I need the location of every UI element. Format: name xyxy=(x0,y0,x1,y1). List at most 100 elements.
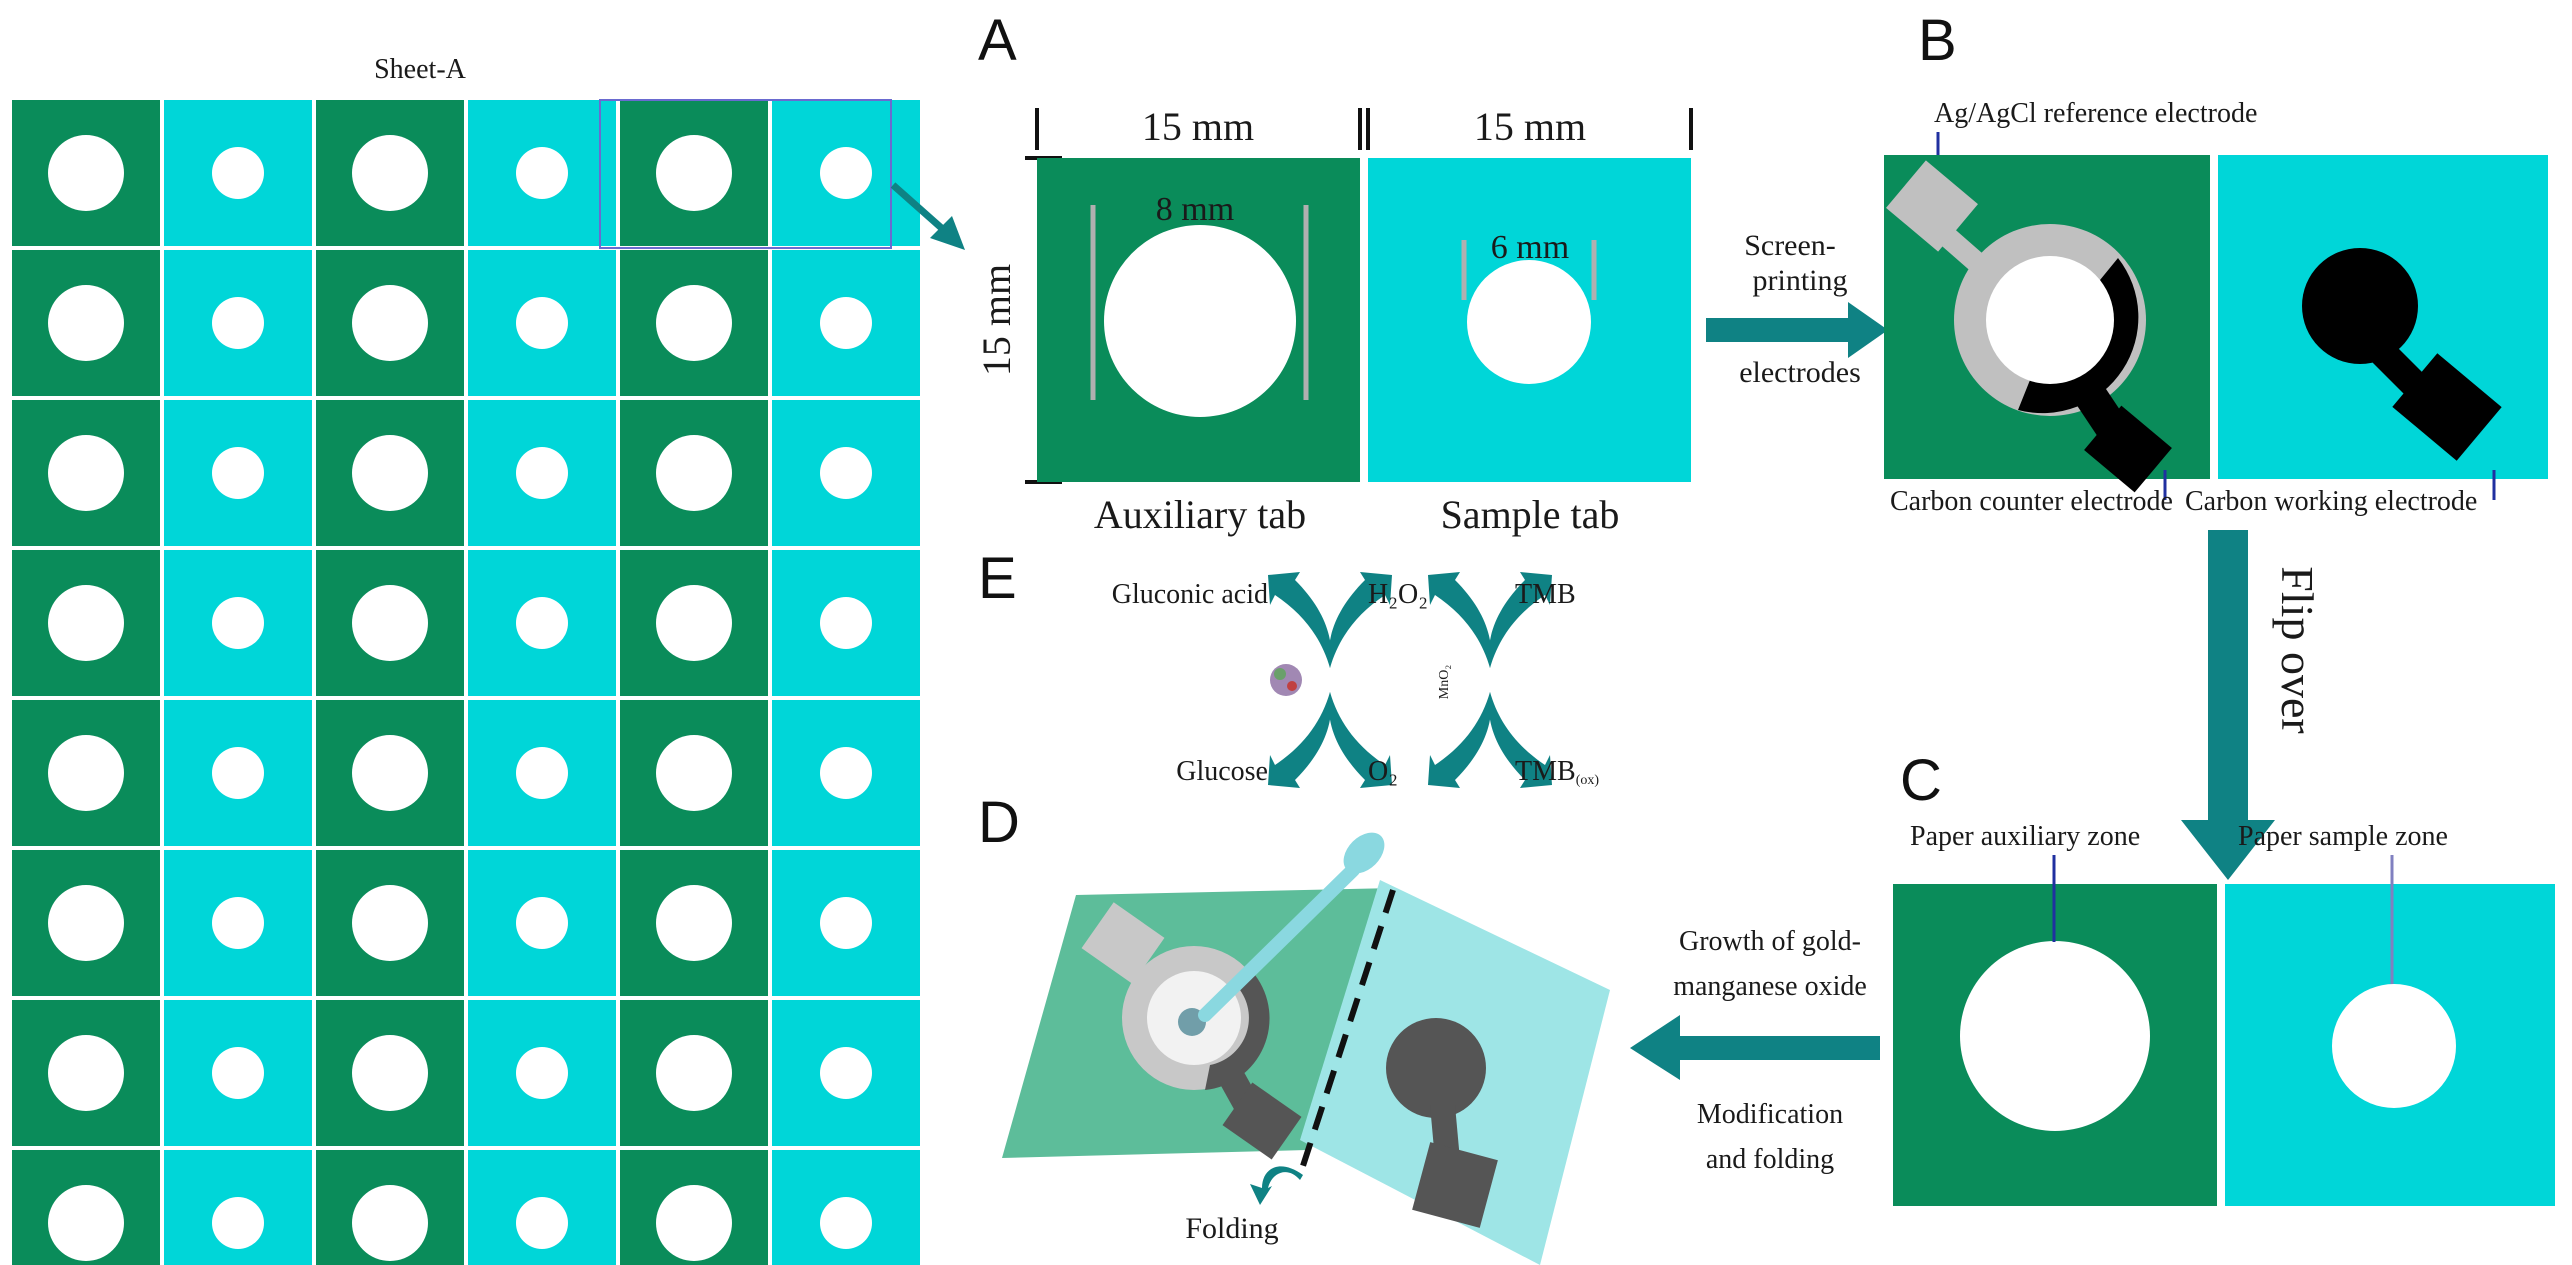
nanoparticle-icon xyxy=(1270,664,1302,696)
sheet-cell-hole-large xyxy=(48,1185,124,1261)
sheet-cell-hole-small xyxy=(212,1047,264,1099)
arrow-a-to-b xyxy=(1706,302,1888,358)
sheet-cell-hole-large xyxy=(352,135,428,211)
sheet-cell-hole-large xyxy=(48,735,124,811)
sheet-cell-hole-small xyxy=(212,747,264,799)
sheet-to-a-arrowhead xyxy=(930,216,965,250)
sheet-cell-hole-small xyxy=(820,1047,872,1099)
counter-electrode-label: Carbon counter electrode xyxy=(1890,486,2173,517)
folded-counter-pad xyxy=(1215,1065,1302,1160)
sheet-cell-hole-large xyxy=(48,885,124,961)
sheet-cell-hole-small xyxy=(212,447,264,499)
tmb-label: TMB xyxy=(1515,579,1576,610)
panel-d-letter: D xyxy=(978,790,1020,855)
sheet-cell-hole-large xyxy=(352,735,428,811)
arrow-a-to-b-line1: Screen- xyxy=(1744,229,1836,262)
sheet-cell-hole-small xyxy=(820,1197,872,1249)
sheet-cell-hole-large xyxy=(656,585,732,661)
auxiliary-tab-hole-size: 8 mm xyxy=(1156,191,1234,228)
sheet-cell-hole-large xyxy=(656,885,732,961)
o2-label: O₂ xyxy=(1368,756,1398,787)
sheet-cell-hole-small xyxy=(212,297,264,349)
sheet-cell-hole-large xyxy=(656,1185,732,1261)
arrow-c-to-d-line4: and folding xyxy=(1706,1144,1834,1175)
sheet-grid xyxy=(12,100,920,1265)
sheet-cell-hole-large xyxy=(352,885,428,961)
gluconic-acid-label: Gluconic acid xyxy=(1112,579,1268,610)
sheet-cell-hole-large xyxy=(48,435,124,511)
auxiliary-tab-label: Auxiliary tab xyxy=(1094,492,1306,537)
h2o2-label: H₂O₂ xyxy=(1368,579,1428,610)
aux-zone-label: Paper auxiliary zone xyxy=(1910,821,2140,852)
sample-tab-hole xyxy=(1467,260,1591,384)
sheet-cell-hole-small xyxy=(820,897,872,949)
arrow-c-to-d xyxy=(1630,1015,1880,1080)
sheet-cell-hole-large xyxy=(656,1035,732,1111)
sheet-cell-hole-small xyxy=(212,147,264,199)
folding-label: Folding xyxy=(1185,1212,1278,1245)
sheet-cell-hole-small xyxy=(820,147,872,199)
reaction-arrows-tmb xyxy=(1428,572,1552,788)
pipette-icon xyxy=(1198,832,1385,1022)
arrow-c-to-d-line3: Modification xyxy=(1697,1099,1843,1130)
ref-electrode-label: Ag/AgCl reference electrode xyxy=(1934,98,2257,129)
arrow-c-to-d-line2: manganese oxide xyxy=(1673,971,1867,1002)
panel-b-letter: B xyxy=(1918,8,1957,73)
sheet-cell-hole-small xyxy=(212,897,264,949)
sheet-cell-hole-small xyxy=(516,1197,568,1249)
glucose-label: Glucose xyxy=(1176,756,1268,787)
sheet-cell-hole-large xyxy=(656,735,732,811)
sample-tab-hole-size: 6 mm xyxy=(1491,229,1569,266)
panel-a-height: 15 mm xyxy=(974,264,1019,376)
reaction-arrows-glucose xyxy=(1268,572,1392,788)
arrow-c-to-d-line1: Growth of gold- xyxy=(1679,926,1861,957)
panel-c-letter: C xyxy=(1900,748,1942,813)
arrow-a-to-b-line3: electrodes xyxy=(1739,356,1861,389)
sheet-cell-hole-small xyxy=(820,297,872,349)
fold-line xyxy=(1297,889,1396,1176)
electrode-aux-hole xyxy=(1986,256,2114,384)
folded-working-electrode xyxy=(1386,1018,1498,1228)
sheet-cell-hole-large xyxy=(656,135,732,211)
sheet-cell-hole-small xyxy=(516,447,568,499)
fold-arrow-icon xyxy=(1250,1166,1303,1205)
sheet-cell-hole-large xyxy=(352,585,428,661)
paper-sample-hole xyxy=(2332,984,2456,1108)
sheet-cell-hole-large xyxy=(48,585,124,661)
paper-aux-hole xyxy=(1960,941,2150,1131)
sheet-cell-hole-small xyxy=(820,597,872,649)
working-electrode xyxy=(2302,248,2502,461)
panel-a-width-right: 15 mm xyxy=(1474,104,1586,149)
sheet-cell-hole-large xyxy=(352,285,428,361)
auxiliary-tab-electrode-outline xyxy=(1090,205,1309,400)
sheet-cell-hole-large xyxy=(352,1185,428,1261)
panel-a-width-left: 15 mm xyxy=(1142,104,1254,149)
sheet-cell-hole-small xyxy=(516,1047,568,1099)
sheet-cell-hole-large xyxy=(352,435,428,511)
sheet-cell-hole-small xyxy=(820,447,872,499)
arrow-b-to-c xyxy=(2181,530,2275,880)
sheet-title: Sheet-A xyxy=(374,54,467,85)
sheet-cell-hole-large xyxy=(656,435,732,511)
sheet-cell-hole-small xyxy=(516,297,568,349)
sheet-cell-hole-small xyxy=(516,747,568,799)
panel-a-letter: A xyxy=(978,8,1017,73)
arrow-b-to-c-label: Flip over xyxy=(2272,566,2323,733)
sheet-cell-hole-small xyxy=(212,1197,264,1249)
sample-zone-label: Paper sample zone xyxy=(2238,821,2448,852)
sheet-cell-hole-large xyxy=(656,285,732,361)
sheet-cell-hole-small xyxy=(516,897,568,949)
working-electrode-label: Carbon working electrode xyxy=(2185,486,2477,517)
sample-tab-label: Sample tab xyxy=(1441,492,1620,537)
sheet-cell-hole-small xyxy=(516,597,568,649)
sample-tab-electrode-outline xyxy=(1461,240,1597,300)
folded-counter-electrode xyxy=(1205,975,1270,1090)
sheet-cell-hole-large xyxy=(48,1035,124,1111)
sheet-cell-hole-large xyxy=(48,135,124,211)
sheet-cell-hole-large xyxy=(48,285,124,361)
arrow-a-to-b-line2: printing xyxy=(1753,264,1848,297)
sheet-highlight-box xyxy=(599,99,892,249)
tmb-ox-label: TMB(ox) xyxy=(1515,756,1599,788)
auxiliary-tab-hole xyxy=(1104,225,1296,417)
